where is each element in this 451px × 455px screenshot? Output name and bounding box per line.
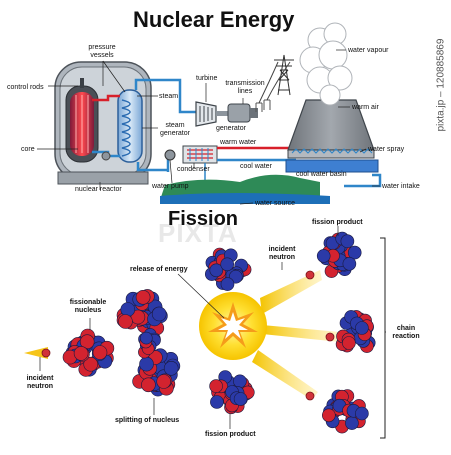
nucleus-splitting-bottom [132,348,181,397]
label-pressure-vessels: pressure vessels [88,44,116,59]
chain-product-2 [335,310,376,353]
pixta-watermark-side-text: pixta.jp – 120885869 [435,38,447,132]
nucleon [233,392,248,406]
label-steam: steam [159,93,179,100]
label-turbine: turbine [196,75,218,82]
neutrons [24,270,335,401]
nucleon [340,234,355,248]
energy-burst [199,292,267,360]
nucleon [342,336,356,350]
nucleon [83,356,98,372]
reactor-core-vessel [65,78,99,163]
label-water-pump: water pump [152,183,189,190]
nucleon [120,302,136,317]
nucleon [156,374,171,389]
fission-product-bottom [209,370,255,415]
nucleon [151,306,167,322]
fission-title: Fission [168,208,239,230]
pixta-watermark-center: PIXTA [158,218,238,248]
label-generator: generator [216,125,246,132]
label-transmission-lines: transmission lines [225,80,265,95]
generator [227,103,258,123]
label-warm-water: warm water [220,139,257,146]
nucleus-fissionable [62,328,115,377]
label-water-intake: water intake [382,183,420,190]
water-pump [164,149,176,161]
transmission-tower [255,54,294,112]
label-steam-generator: steam generator [160,122,190,137]
nucleon [73,346,89,361]
label-incident-neutron-right: incident neutron [268,246,296,261]
label-chain-reaction: chain reaction [392,325,420,340]
label-water-source: water source [255,200,296,207]
nucleon [345,416,359,430]
label-fissionable-nucleus: fissionable nucleus [69,299,107,314]
label-fission-product-top: fission product [312,219,363,226]
nucleon [355,406,369,421]
nucleus-splitting-neck [138,328,161,359]
chain-reaction-bracket [380,237,386,439]
label-release-of-energy: release of energy [130,266,188,273]
nucleon [210,395,224,409]
label-incident-neutron-left: incident neutron [26,375,54,390]
nucleon [316,249,331,263]
turbine [195,101,228,127]
nucleon [321,408,336,423]
label-cool-water: cool water [240,163,272,170]
cooling-tower [285,99,379,173]
label-condenser: condenser [177,166,210,173]
energy-beams [252,270,340,400]
label-cool-water-basin: cool water basin [296,171,347,178]
nucleon [163,360,179,376]
label-warm-air: warm air [352,104,379,111]
label-control-rods: control rods [7,84,44,91]
primary-loop-pipes [92,94,120,161]
label-fission-product-bottom: fission product [205,431,256,438]
chain-product-3 [321,389,369,434]
label-water-vapour: water vapour [348,47,389,54]
label-water-spray: water spray [368,146,405,153]
main-title: Nuclear Energy [133,7,295,32]
water-source [160,174,330,204]
label-splitting-of-nucleus: splitting of nucleus [115,417,180,424]
label-nuclear-reactor: nuclear reactor [75,186,122,193]
fission-product-top-left [205,247,252,291]
nucleon [355,321,369,335]
nucleon [347,245,362,260]
nucleon [140,331,153,345]
chain-product-1 [316,231,362,278]
nucleon [220,277,235,291]
nucleon [118,314,133,329]
steam-generator-vessel [117,89,143,163]
condenser [182,145,218,164]
nucleon [233,374,247,389]
water-vapour-cloud [299,22,353,106]
label-core: core [21,146,35,153]
pixta-watermark-side: pixta.jp – 120885869 [435,20,447,150]
nucleon [209,379,223,393]
nucleon [141,377,156,393]
nucleon [220,257,234,272]
steam-pipe [134,78,196,172]
nucleon [139,356,154,372]
nucleon [342,256,357,271]
nucleon [135,289,151,305]
nucleon [92,345,108,360]
nucleus-splitting-top [116,289,168,337]
nuclei [62,231,376,434]
